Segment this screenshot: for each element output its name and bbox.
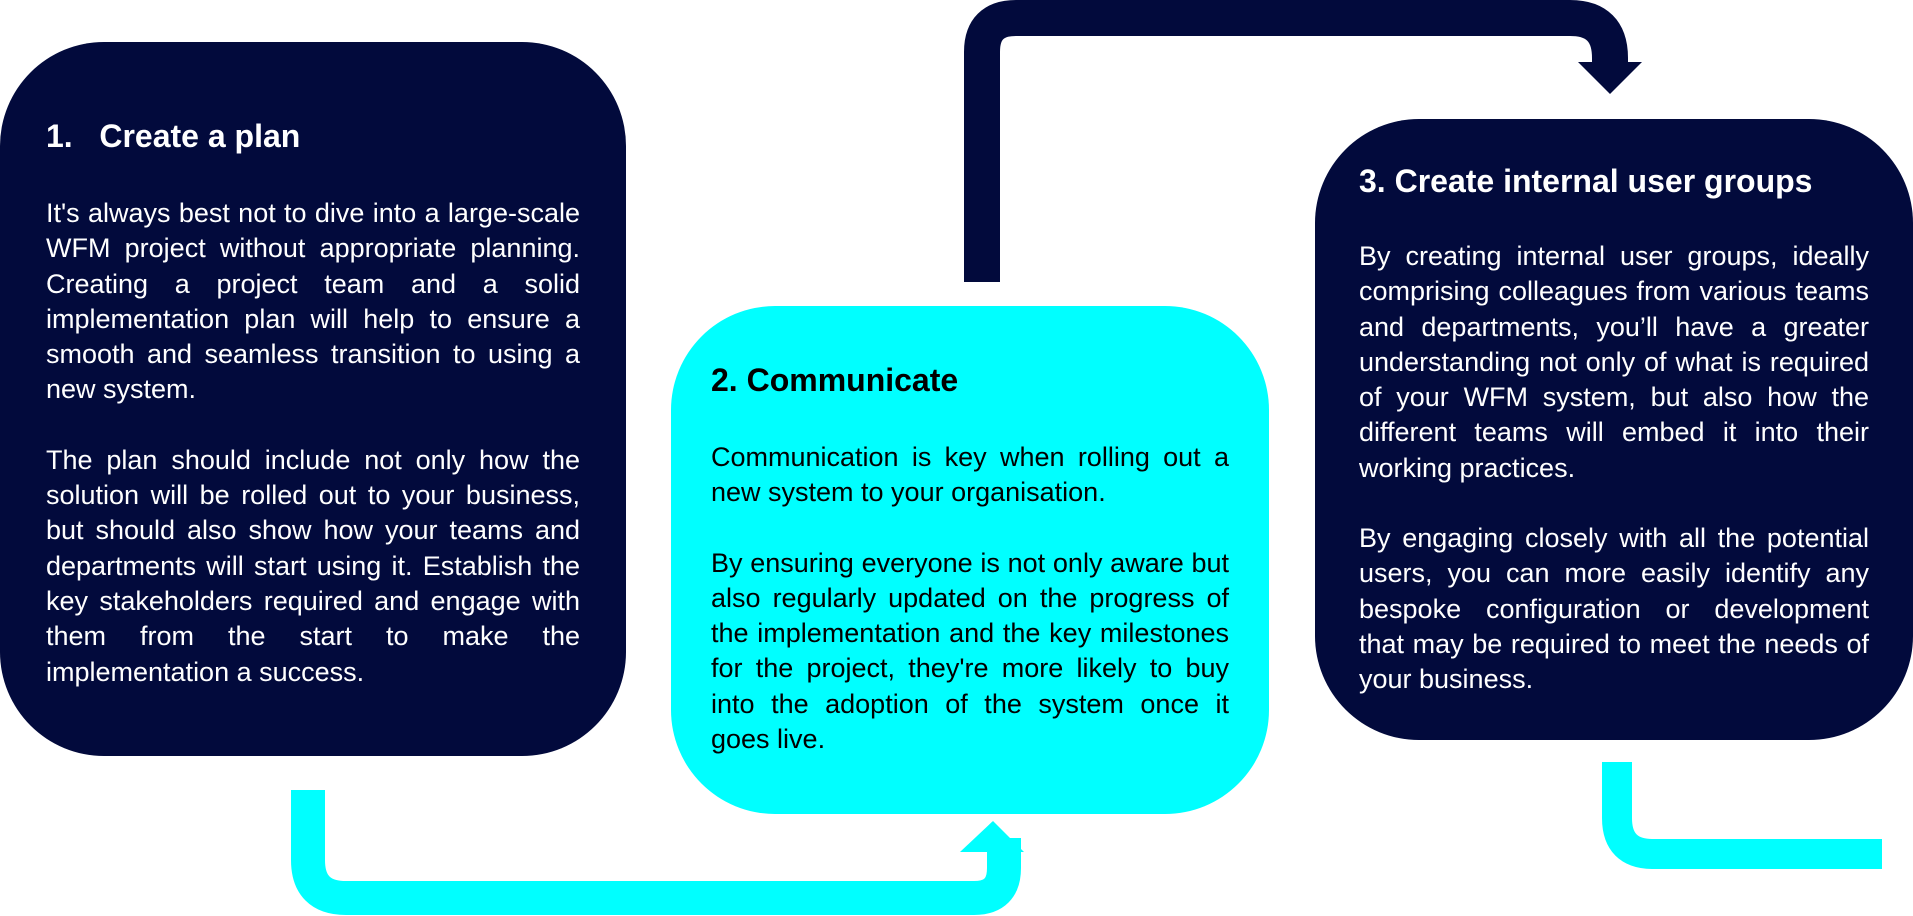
arrow-line <box>291 790 1021 915</box>
step-3-title: 3. Create internal user groups <box>1359 163 1813 199</box>
step-1-card: 1. Create a plan It's always best not to… <box>0 42 626 756</box>
step-2-paragraph-2: By ensuring everyone is not only aware b… <box>711 547 1229 755</box>
step-2-paragraph-1: Communication is key when rolling out a … <box>711 442 1229 508</box>
arrow-line <box>964 0 1628 282</box>
step-2-title: 2. Communicate <box>711 362 959 398</box>
connector-step3-out <box>1602 762 1882 869</box>
step-1-title: 1. Create a plan <box>46 118 301 154</box>
step-1-paragraph-2: The plan should include not only how the… <box>46 444 580 687</box>
step-1-paragraph-1: It's always best not to dive into a larg… <box>46 198 580 405</box>
arrow-step2-to-step3 <box>964 0 1642 282</box>
step-2-card: 2. Communicate Communication is key when… <box>671 306 1269 814</box>
step-3-paragraph-1: By creating internal user groups, ideall… <box>1359 241 1869 483</box>
arrow-step1-to-step2 <box>291 790 1024 915</box>
connector-line <box>1602 762 1882 869</box>
arrow-head-down-icon <box>1578 62 1642 94</box>
step-3-card: 3. Create internal user groups By creati… <box>1315 119 1913 740</box>
arrow-head-up-icon <box>960 821 1024 852</box>
step-3-paragraph-2: By engaging closely with all the potenti… <box>1359 523 1869 695</box>
